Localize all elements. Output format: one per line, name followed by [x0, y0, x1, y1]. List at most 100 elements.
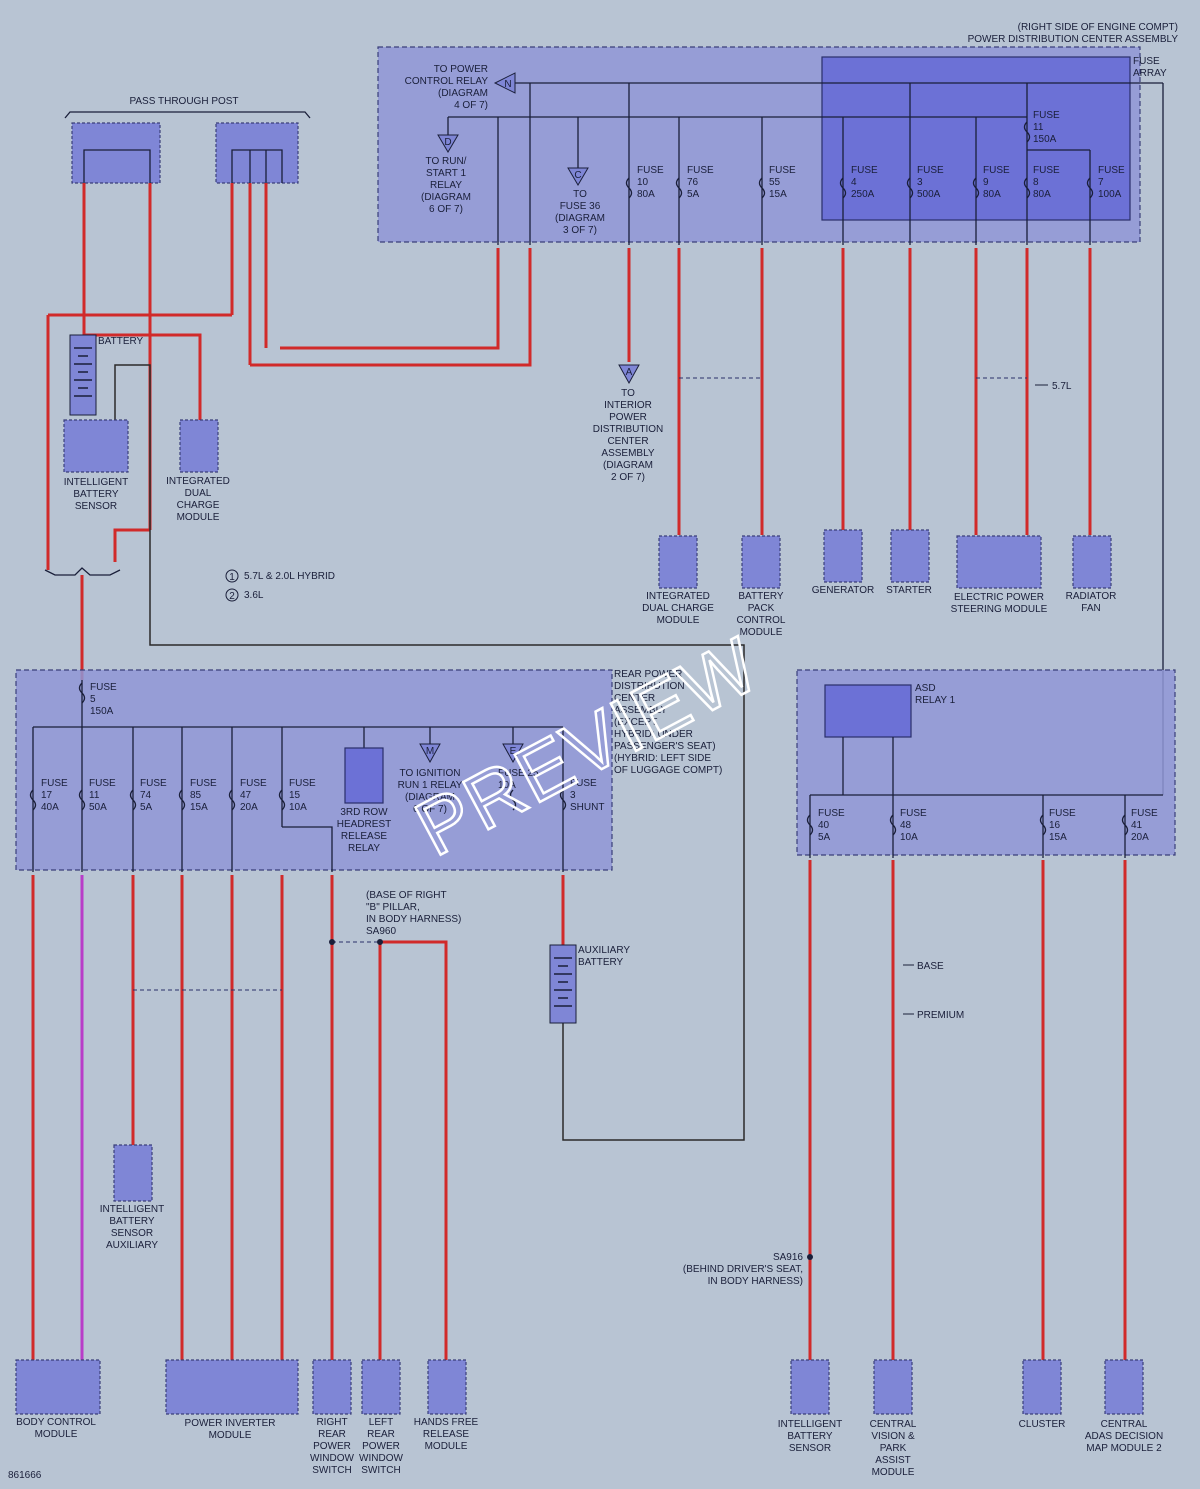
cluster-label: CLUSTER	[1019, 1419, 1066, 1430]
ibs-aux-module	[113, 1144, 153, 1202]
front-wires	[46, 183, 1092, 570]
idcm-module	[179, 419, 219, 473]
headrest-relay	[344, 747, 384, 804]
lrws-module	[361, 1359, 401, 1415]
cvpam-module	[873, 1359, 913, 1415]
pass-through-post-right	[215, 122, 299, 184]
svg-text:E: E	[510, 746, 517, 757]
battery-label: BATTERY	[98, 336, 144, 347]
adas-module	[1104, 1359, 1144, 1415]
pim-module	[165, 1359, 299, 1415]
front-pdc-location: (RIGHT SIDE OF ENGINE COMPT)	[1018, 22, 1178, 33]
hfr-module	[427, 1359, 467, 1415]
note-base: BASE	[917, 961, 944, 972]
legend-1: 5.7L & 2.0L HYBRID	[244, 571, 335, 582]
rear-wires	[31, 860, 1127, 1360]
bpcm-module	[741, 535, 781, 589]
cluster-module	[1022, 1359, 1062, 1415]
asd-relay	[824, 684, 912, 738]
fan-module	[1072, 535, 1112, 589]
front-pdc-name: POWER DISTRIBUTION CENTER ASSEMBLY	[968, 34, 1179, 45]
note-5-7l: 5.7L	[1052, 381, 1072, 392]
eps-module	[956, 535, 1042, 589]
note-premium: PREMIUM	[917, 1010, 964, 1021]
ref-c-triangle	[567, 167, 589, 186]
ref-e-triangle	[502, 743, 524, 764]
svg-text:D: D	[444, 137, 451, 148]
bcm-module	[15, 1359, 101, 1415]
svg-text:1: 1	[229, 572, 235, 583]
ref-n-triangle	[493, 72, 516, 94]
ibs-module	[63, 419, 129, 473]
splice-sa960: (BASE OF RIGHT"B" PILLAR,IN BODY HARNESS…	[366, 890, 461, 937]
starter-label: STARTER	[886, 585, 932, 596]
ref-d-triangle	[437, 134, 459, 153]
pass-through-post-left	[71, 122, 161, 184]
pass-through-label: PASS THROUGH POST	[129, 96, 238, 107]
legend-2: 3.6L	[244, 590, 264, 601]
splice-sa916: SA916(BEHIND DRIVER'S SEAT,IN BODY HARNE…	[683, 1252, 804, 1287]
ref-a-triangle	[618, 364, 640, 385]
aux-battery	[549, 944, 577, 1024]
svg-text:2: 2	[229, 591, 235, 602]
starter-module	[890, 529, 930, 583]
ref-m-triangle	[419, 743, 441, 764]
generator-label: GENERATOR	[812, 585, 874, 596]
svg-text:A: A	[626, 367, 633, 378]
svg-text:M: M	[426, 746, 434, 757]
ibs2-module	[790, 1359, 830, 1415]
battery	[69, 334, 97, 416]
svg-text:N: N	[504, 79, 511, 90]
generator-module	[823, 529, 863, 583]
